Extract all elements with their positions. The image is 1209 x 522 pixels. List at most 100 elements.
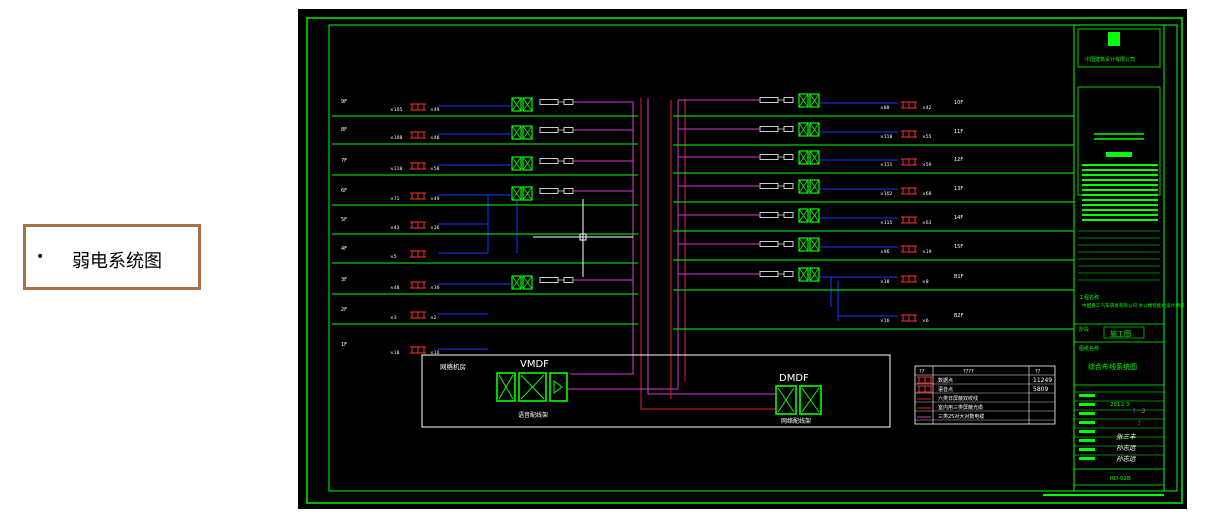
caption-bullet: • bbox=[36, 249, 45, 265]
drawing-name: 综合布线系统图 bbox=[1088, 362, 1137, 371]
signature-3: 孙志远 bbox=[1116, 455, 1137, 463]
floor-row-left: 7F ×118 ×58 bbox=[332, 156, 638, 176]
floor-label: 4F bbox=[341, 246, 347, 252]
outlet-count-a: ×118 bbox=[390, 166, 402, 172]
cad-drawing: 9F ×105 ×49 8F ×108 ×48 7F ×118 ×58 6F×71×49 5F ×43… bbox=[298, 9, 1187, 509]
floor-label: 14F bbox=[954, 215, 963, 221]
drawing-number: RD-02B bbox=[1110, 476, 1131, 482]
outlet-count-a: ×18 bbox=[880, 279, 890, 285]
outlet-count-b: ×68 bbox=[922, 191, 932, 197]
outlet-count-a: ×115 bbox=[880, 220, 892, 226]
floor-row-right: 10F ×88 ×42 bbox=[673, 93, 1074, 117]
floor-row-left: 1F ×18 ×10 bbox=[341, 342, 488, 356]
legend-row-desc: 语音点 bbox=[938, 386, 953, 393]
outlet-count-b: ×6 bbox=[922, 318, 929, 324]
floor-label: B2F bbox=[954, 313, 964, 319]
legend-header-3: ?? bbox=[1035, 369, 1041, 375]
outlet-count-b: ×63 bbox=[922, 220, 932, 226]
floor-label: 5F bbox=[341, 217, 347, 223]
outlet-count-a: ×3 bbox=[390, 315, 397, 321]
outlet-count-b: ×55 bbox=[922, 134, 932, 140]
outlet-count-b: ×19 bbox=[922, 249, 932, 255]
floor-row-left: 4F ×5 bbox=[332, 246, 638, 264]
outlet-count-a: ×43 bbox=[390, 225, 400, 231]
floor-row-right: 13F×102×68 bbox=[673, 179, 1074, 203]
dmdf-cabinet: DMDF 网络配线架 bbox=[775, 373, 822, 425]
outlet-count-a: ×118 bbox=[880, 134, 892, 140]
vmdf-cabinet: VMDF 语音配线架 bbox=[496, 359, 568, 419]
legend-row-desc: 六类非屏蔽双绞线 bbox=[938, 395, 978, 402]
floor-row-left: 6F×71×49 bbox=[332, 186, 638, 206]
stage-value: 施工图 bbox=[1110, 329, 1131, 338]
floor-label: 6F bbox=[341, 188, 347, 194]
outlet-count-b: ×36 bbox=[430, 285, 440, 291]
floor-label: 10F bbox=[954, 100, 963, 106]
floor-label: 12F bbox=[954, 157, 963, 163]
floor-label: 9F bbox=[341, 99, 347, 105]
project-label: 工程名称 bbox=[1079, 294, 1099, 301]
floor-label: 1F bbox=[341, 342, 347, 348]
caption-title: 弱电系统图 bbox=[72, 251, 162, 272]
legend-header-2: ???? bbox=[963, 369, 974, 375]
floor-row-right: B2F ×16 ×6 bbox=[673, 313, 1074, 330]
floor-rows: 9F ×105 ×49 8F ×108 ×48 7F ×118 ×58 6F×71×49 5F ×43… bbox=[332, 93, 1074, 356]
drawing-label: 图纸名称 bbox=[1079, 345, 1099, 352]
floor-label: 15F bbox=[954, 244, 963, 250]
dmdf-subtitle: 网络配线架 bbox=[781, 417, 811, 425]
outlet-count-b: ×2 bbox=[430, 315, 437, 321]
vmdf-title: VMDF bbox=[520, 359, 549, 370]
floor-label: 8F bbox=[341, 127, 347, 133]
floor-row-right: B1F ×18 ×8 bbox=[673, 267, 1074, 291]
outlet-count-b: ×48 bbox=[430, 135, 440, 141]
legend-row-value: 5809 bbox=[1033, 386, 1048, 393]
outlet-count-b: ×58 bbox=[430, 166, 440, 172]
outlet-count-a: ×48 bbox=[390, 285, 400, 291]
approval-mark: ℐ · 3 bbox=[1133, 408, 1146, 415]
floor-row-right: 11F ×118 ×55 bbox=[673, 122, 1074, 146]
riser-lines bbox=[487, 98, 839, 410]
floor-label: B1F bbox=[954, 274, 964, 280]
floor-label: 3F bbox=[341, 277, 347, 283]
legend-header-1: ?? bbox=[919, 369, 925, 375]
outlet-count-a: ×96 bbox=[880, 249, 890, 255]
floor-row-right: 15F ×96 ×19 bbox=[673, 237, 1074, 261]
outlet-count-a: ×18 bbox=[390, 350, 400, 356]
machine-room-label: 网络机房 bbox=[440, 362, 466, 371]
outlet-count-b: ×10 bbox=[430, 350, 440, 356]
project-name: 中国重工汽车研发有限公司 办公楼智能化设计项目 bbox=[1082, 302, 1185, 309]
floor-row-left: 3F ×48 ×36 bbox=[332, 275, 638, 295]
floor-label: 7F bbox=[341, 158, 347, 164]
outlet-count-a: ×88 bbox=[880, 105, 890, 111]
machine-room-box bbox=[421, 354, 891, 428]
outlet-count-a: ×5 bbox=[390, 254, 397, 260]
floor-row-left: 5F ×43 ×36 bbox=[332, 217, 638, 235]
company-name: 中国建筑设计有限公司 bbox=[1085, 56, 1135, 63]
system-diagram-svg: 9F ×105 ×49 8F ×108 ×48 7F ×118 ×58 6F×71×49 5F ×43… bbox=[306, 17, 1185, 504]
outer-frame bbox=[306, 17, 1183, 504]
approval-mark-2: ℐ · bbox=[1138, 420, 1145, 427]
dmdf-title: DMDF bbox=[779, 373, 809, 384]
outlet-count-b: ×36 bbox=[430, 225, 440, 231]
title-block-frame bbox=[1073, 24, 1165, 492]
signature-2: 孙志远 bbox=[1116, 444, 1137, 452]
floor-label: 2F bbox=[341, 307, 347, 313]
outlet-count-a: ×105 bbox=[390, 107, 402, 113]
outlet-count-b: ×42 bbox=[922, 105, 932, 111]
outlet-count-b: ×49 bbox=[430, 107, 440, 113]
outlet-count-b: ×8 bbox=[922, 279, 929, 285]
floor-row-left: 2F ×3 ×2 bbox=[332, 307, 638, 325]
floor-label: 11F bbox=[954, 129, 963, 135]
floor-row-left: 8F ×108 ×48 bbox=[332, 125, 638, 145]
outlet-count-a: ×16 bbox=[880, 318, 890, 324]
legend-row-value: 11249 bbox=[1033, 377, 1052, 384]
outlet-count-a: ×108 bbox=[390, 135, 402, 141]
company-logo-icon bbox=[1108, 32, 1120, 46]
floor-label: 13F bbox=[954, 186, 963, 192]
legend-row-desc: 数据点 bbox=[938, 377, 953, 384]
drawing-date: 2012.3 bbox=[1110, 402, 1130, 408]
stage-label: 阶段 bbox=[1079, 326, 1089, 333]
floor-row-right: 14F ×115 ×63 bbox=[673, 208, 1074, 232]
inner-frame bbox=[328, 24, 1178, 492]
floor-row-right: 12F×111×59 bbox=[673, 150, 1074, 174]
caption-box: • 弱电系统图 bbox=[23, 224, 201, 290]
